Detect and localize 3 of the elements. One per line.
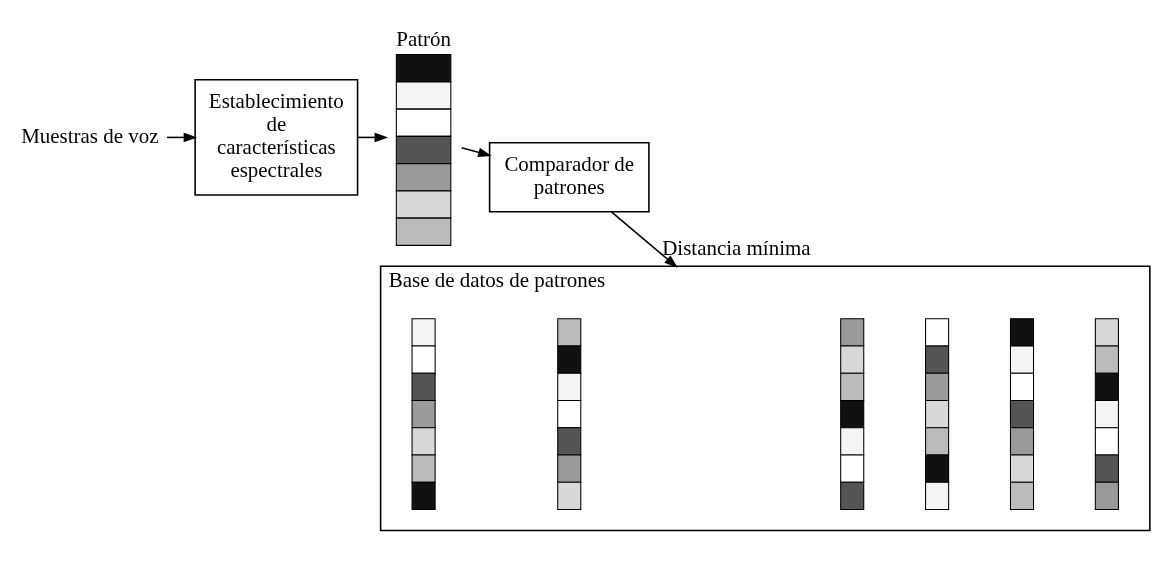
node-text: Muestras de voz [21, 123, 159, 148]
edge-label: Distancia mínima [662, 235, 811, 260]
node-label: Patrón [396, 26, 452, 51]
